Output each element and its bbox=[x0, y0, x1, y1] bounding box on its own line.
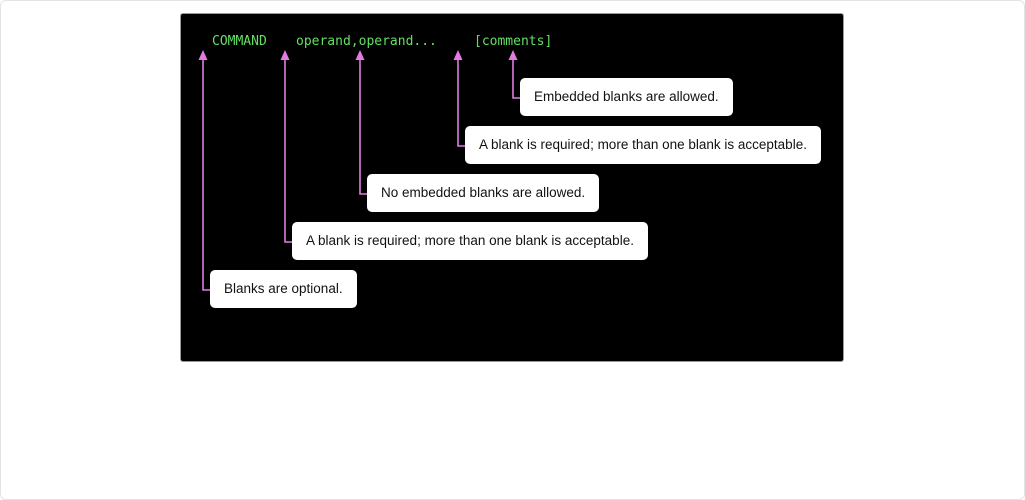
callout-comments: Embedded blanks are allowed. bbox=[520, 78, 733, 116]
syntax-diagram: COMMAND operand,operand... [comments] Em… bbox=[180, 13, 844, 362]
connector-comments bbox=[512, 59, 520, 99]
arrowhead-blank-before-operands bbox=[280, 50, 290, 60]
callout-blank-before-operands: A blank is required; more than one blank… bbox=[292, 222, 648, 260]
syntax-comments: [comments] bbox=[474, 34, 553, 49]
arrowhead-comments bbox=[508, 50, 518, 60]
callout-operands: No embedded blanks are allowed. bbox=[367, 174, 600, 212]
callout-leading-blanks: Blanks are optional. bbox=[210, 270, 357, 308]
syntax-operands: operand,operand... bbox=[296, 34, 437, 49]
arrowhead-operands bbox=[355, 50, 365, 60]
connector-lines bbox=[198, 50, 520, 291]
connector-blank-before-operands bbox=[284, 59, 292, 243]
connector-blank-before-comments bbox=[457, 59, 465, 147]
arrowhead-blank-before-comments bbox=[453, 50, 463, 60]
connector-leading-blanks bbox=[202, 59, 210, 291]
callout-blank-before-comments: A blank is required; more than one blank… bbox=[465, 126, 821, 164]
connector-operands bbox=[359, 59, 367, 195]
arrowhead-leading-blanks bbox=[198, 50, 208, 60]
syntax-command: COMMAND bbox=[212, 34, 267, 49]
